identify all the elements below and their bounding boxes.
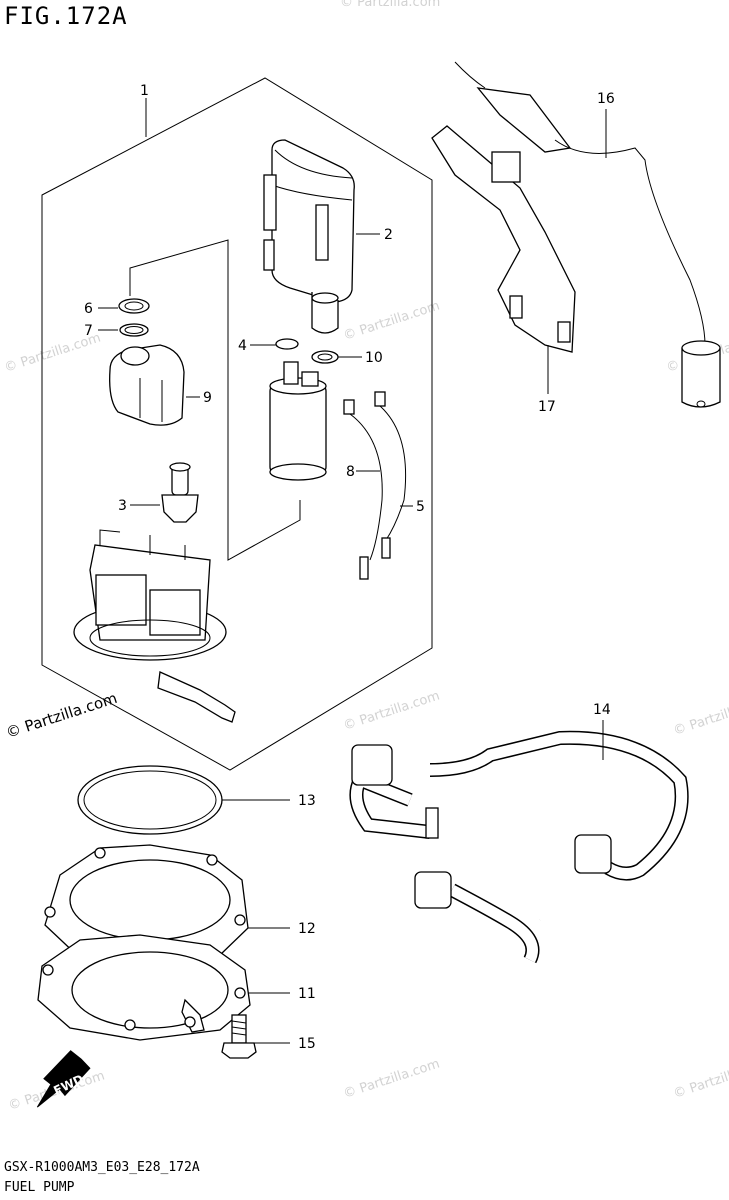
part-2-pump-housing: [263, 139, 355, 334]
figure-title: FIG.172A: [4, 2, 128, 30]
part-5-wire: [374, 391, 407, 559]
pump-flange-base: [73, 529, 236, 723]
part-10-washer: [311, 350, 339, 364]
callout-14: 14: [593, 702, 611, 718]
fuel-pump-motor: [269, 361, 327, 481]
part-14-fuel-hose: [349, 730, 689, 964]
diagram-name: FUEL PUMP: [4, 1180, 75, 1195]
callout-13: 13: [298, 793, 316, 809]
watermark: © Partzilla.com: [342, 1057, 442, 1102]
callout-3: 3: [118, 498, 127, 514]
model-code: GSX-R1000AM3_E03_E28_172A: [4, 1160, 200, 1175]
part-6-o-ring: [118, 298, 150, 314]
part-3-regulator: [161, 462, 199, 523]
callout-labels: 1 2 3 4 5 6 7 8 9 10 11 12 13 14 15 16 1…: [84, 83, 615, 1052]
callout-11: 11: [298, 986, 316, 1002]
callout-6: 6: [84, 301, 93, 317]
callout-17: 17: [538, 399, 556, 415]
watermark: © Partzilla.com: [340, 0, 440, 10]
callout-8: 8: [346, 464, 355, 480]
watermark: © Partzilla.com: [342, 689, 442, 734]
callout-2: 2: [384, 227, 393, 243]
callout-7: 7: [84, 323, 93, 339]
assembly-outline: [41, 77, 433, 771]
callout-10: 10: [365, 350, 383, 366]
part-16-level-sensor: [454, 61, 721, 408]
callout-4: 4: [238, 338, 247, 354]
part-7-o-ring: [119, 323, 149, 337]
callout-15: 15: [298, 1036, 316, 1052]
watermark: © Partzilla.com: [342, 299, 442, 344]
callout-5: 5: [416, 499, 425, 515]
part-9-regulator-cap: [109, 344, 185, 426]
callout-16: 16: [597, 91, 615, 107]
part-8-wire: [343, 399, 383, 580]
part-12-gasket: [44, 844, 249, 969]
part-4-o-ring: [275, 338, 299, 350]
watermark: © Partzilla.com: [672, 1057, 729, 1102]
part-13-o-ring: [77, 765, 223, 835]
callout-9: 9: [203, 390, 212, 406]
part-17-bracket: [431, 125, 576, 353]
assembly-bracket-line: [129, 239, 301, 561]
watermark-dark: © Partzilla.com: [4, 689, 120, 742]
callout-1: 1: [140, 83, 149, 99]
part-11-plate: [37, 934, 251, 1041]
part-15-bolt: [221, 1014, 257, 1059]
watermark: © Partzilla.com: [672, 694, 729, 739]
callout-12: 12: [298, 921, 316, 937]
